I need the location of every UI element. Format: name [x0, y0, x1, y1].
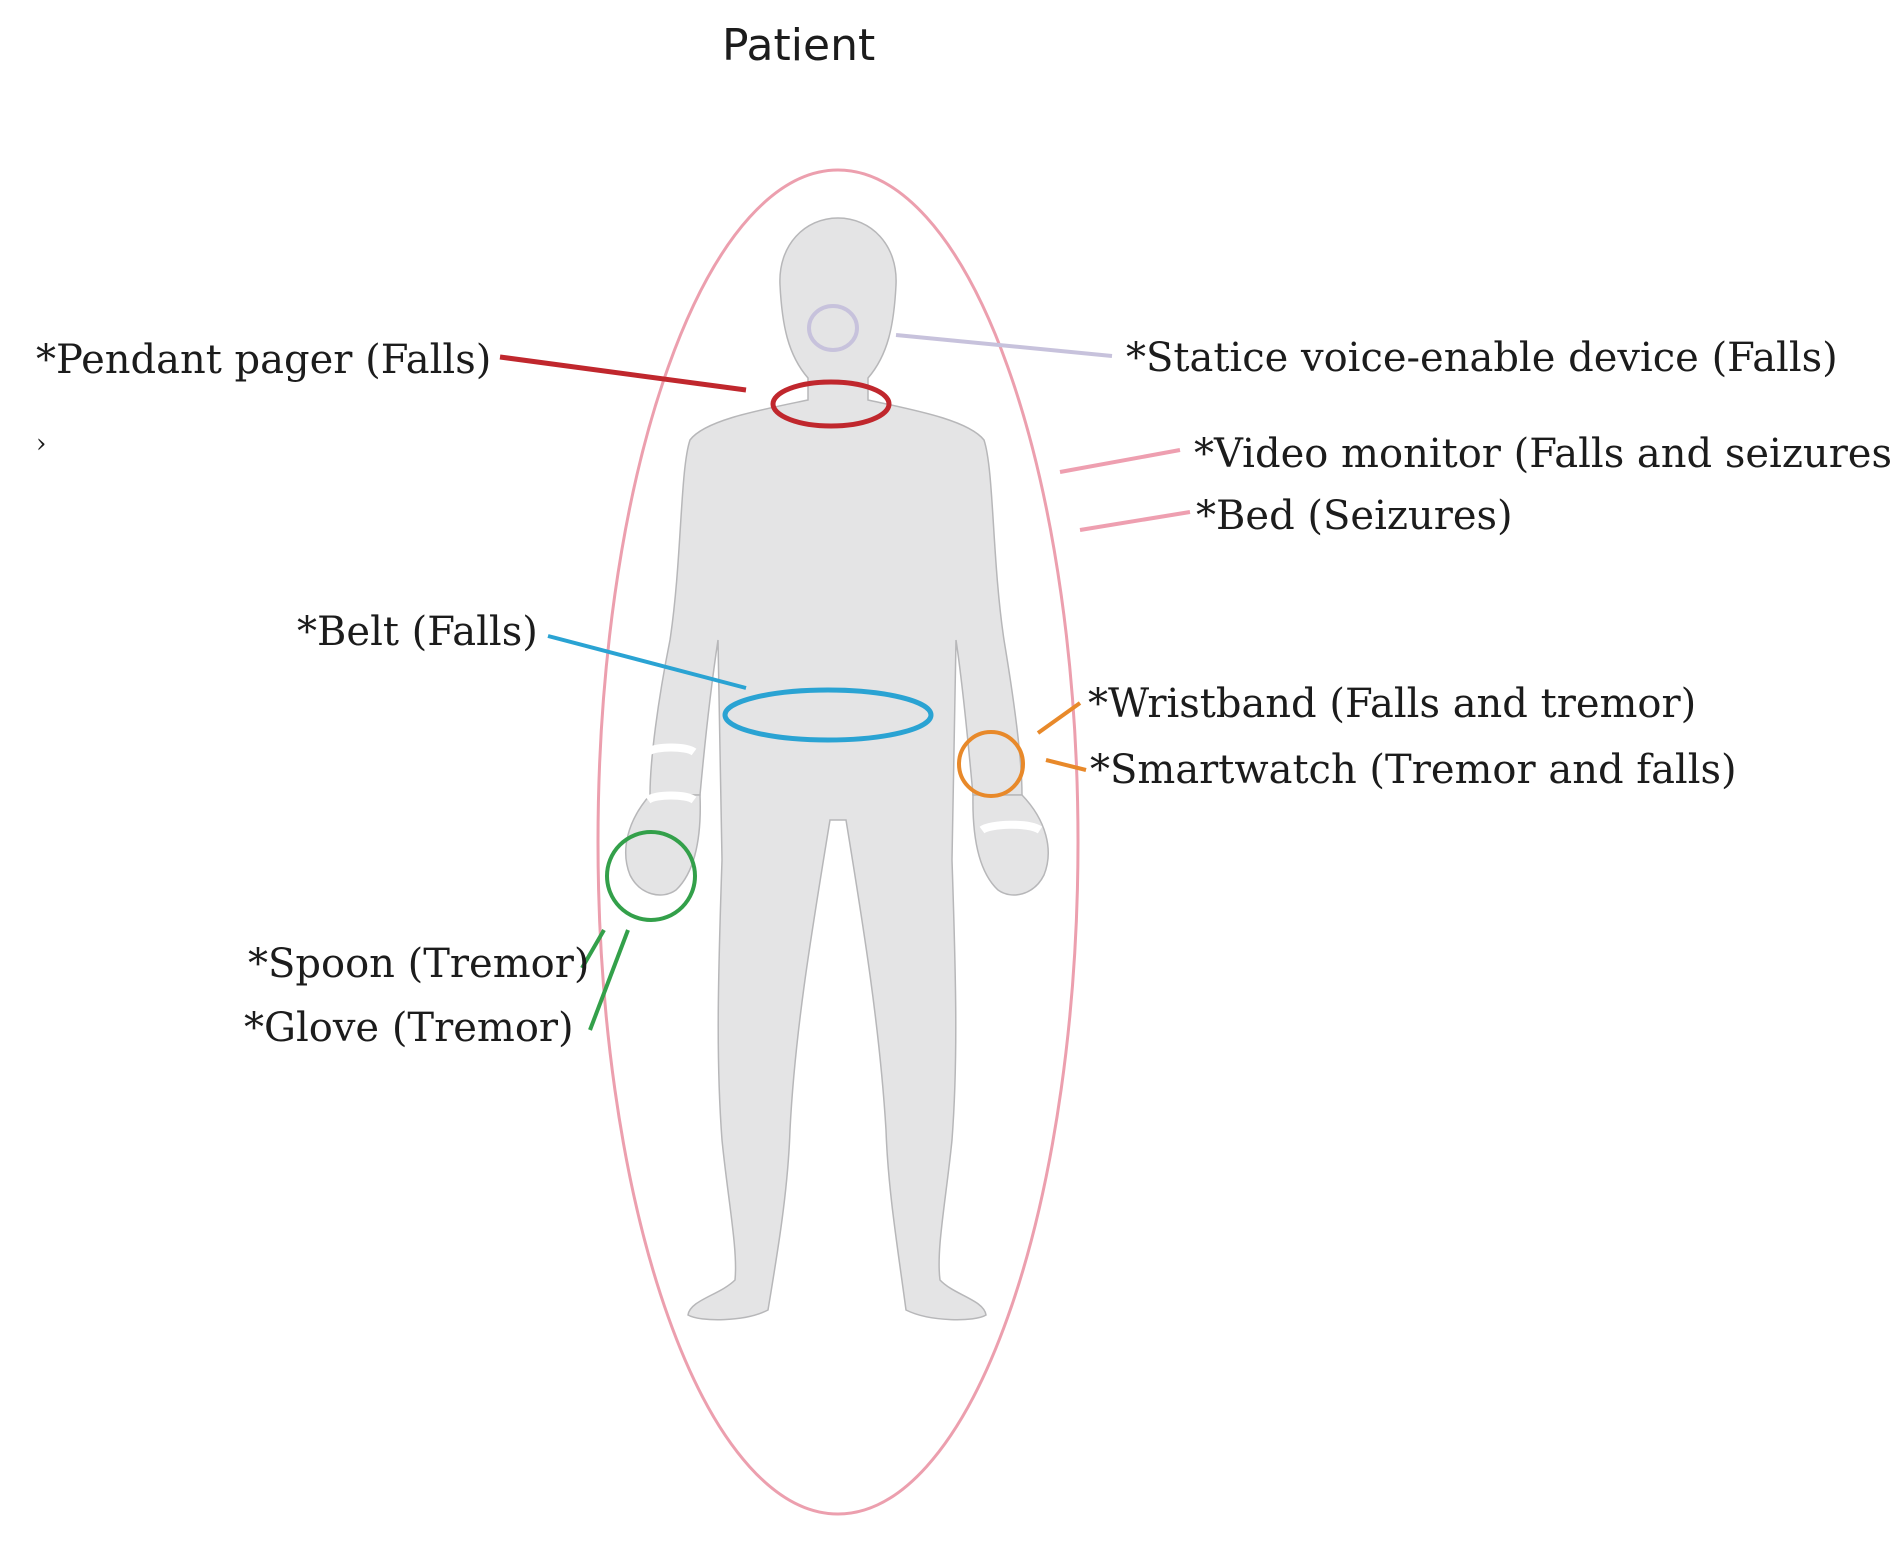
video-leader-line	[1059, 448, 1181, 474]
belt-ring	[722, 687, 934, 743]
diagram-title: Patient	[722, 20, 876, 71]
pendant-leader-line	[499, 354, 747, 393]
voice-device-ring	[807, 304, 859, 352]
voice-leader-line	[895, 333, 1113, 358]
wrist-device-ring	[957, 730, 1025, 798]
label-video-monitor: *Video monitor (Falls and seizures)	[1194, 431, 1890, 477]
label-smartwatch: *Smartwatch (Tremor and falls)	[1090, 747, 1737, 793]
label-spoon: *Spoon (Tremor)	[248, 941, 590, 987]
smartwatch-leader-line	[1045, 758, 1087, 772]
label-belt: *Belt (Falls)	[297, 609, 538, 655]
pendant-pager-ring	[770, 379, 892, 429]
right-wrist-cuff	[979, 820, 1043, 834]
glove-leader-line	[588, 929, 630, 1031]
label-wristband: *Wristband (Falls and tremor)	[1088, 681, 1697, 727]
label-pendant-pager: *Pendant pager (Falls)	[36, 337, 492, 383]
spoon-leader-line	[580, 928, 606, 970]
hand-device-ring	[605, 830, 697, 922]
label-glove: *Glove (Tremor)	[244, 1005, 574, 1051]
left-wrist-cuff-lower	[645, 791, 697, 804]
patient-aura-ellipse	[596, 168, 1080, 1516]
stray-mark: ›	[36, 429, 47, 459]
left-wrist-cuff	[645, 743, 697, 756]
left-hand-shape	[625, 794, 702, 896]
belt-leader-line	[547, 634, 747, 690]
wristband-leader-line	[1036, 701, 1082, 735]
body-silhouette	[625, 217, 1049, 1321]
label-bed: *Bed (Seizures)	[1196, 493, 1513, 539]
bed-leader-line	[1079, 510, 1191, 532]
right-hand-shape	[972, 794, 1049, 896]
label-voice-device: *Statice voice-enable device (Falls)	[1126, 335, 1838, 381]
